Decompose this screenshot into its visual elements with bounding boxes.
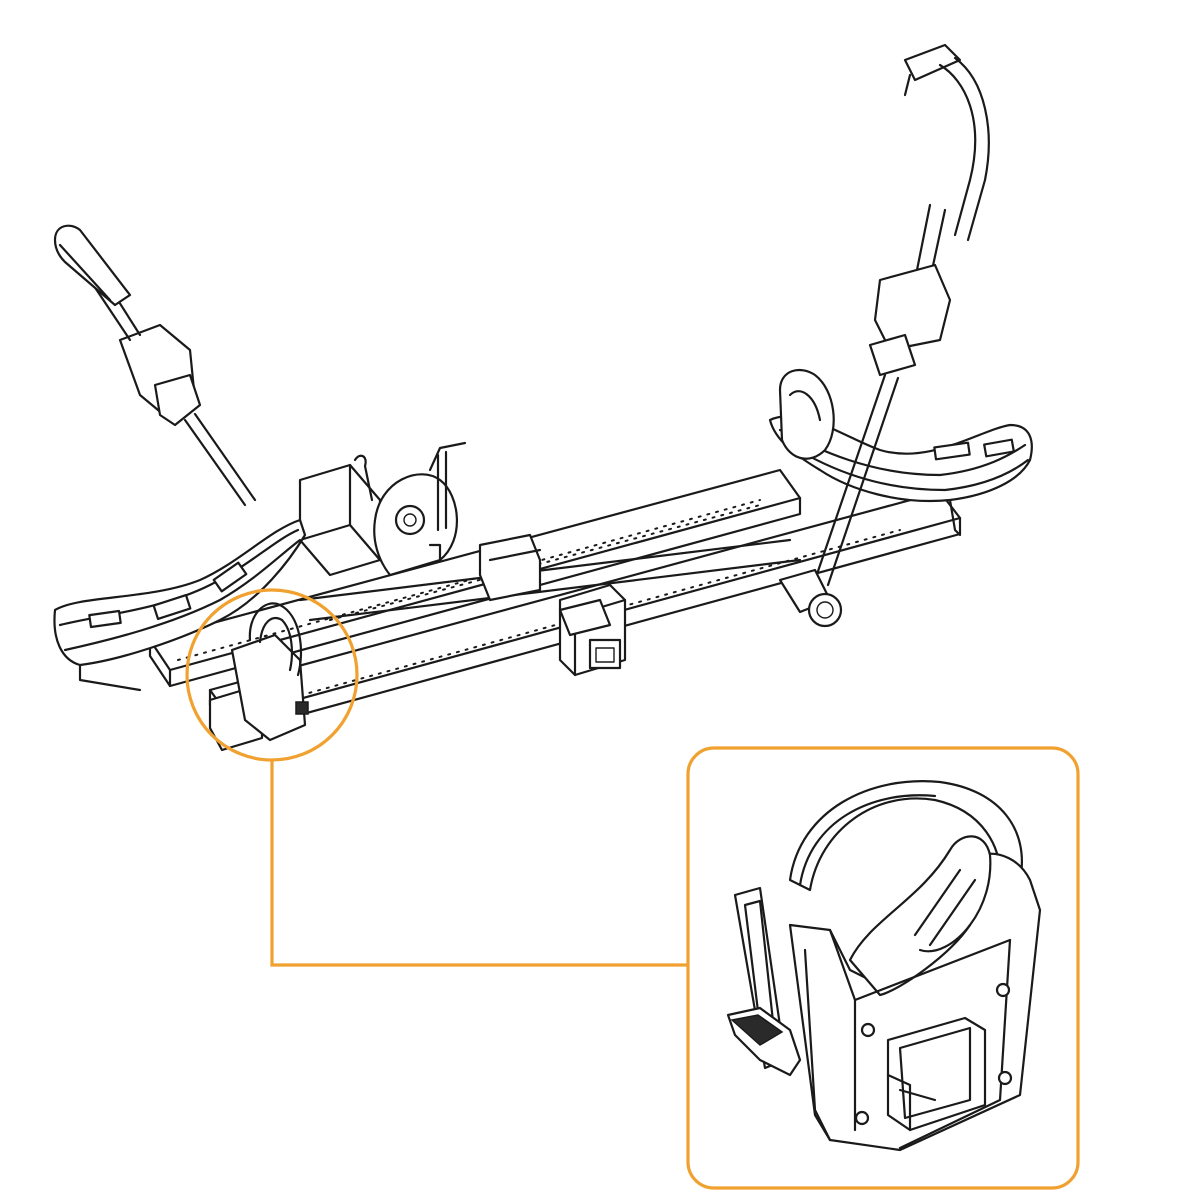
right-ratchet-arm <box>778 43 990 628</box>
left-wheel-tray <box>53 518 307 692</box>
callout-line <box>270 760 688 967</box>
callout-leader <box>185 588 1080 1190</box>
rack-wheel-cradle <box>208 602 309 752</box>
left-ratchet-arm <box>53 224 257 507</box>
hitch-bike-rack <box>53 43 1033 752</box>
right-wheel-tray <box>768 368 1033 537</box>
callout-box <box>686 746 1080 1190</box>
tilt-lever <box>353 441 467 532</box>
wheel-cradle-detail <box>726 780 1042 1152</box>
